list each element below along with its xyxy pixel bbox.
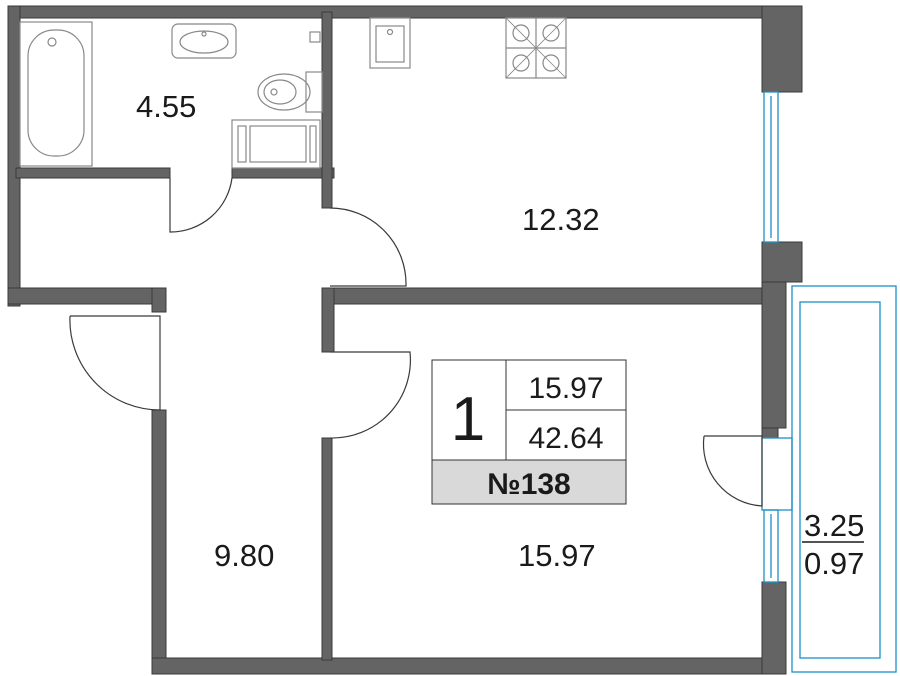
wall-right-lower: [761, 581, 787, 675]
kitchen-area: 12.32: [522, 202, 600, 237]
wall-left-jog-end: [151, 287, 167, 313]
wall-right-mid3: [761, 427, 779, 439]
windows: [763, 91, 779, 583]
riser: [309, 31, 321, 43]
wall-bottom: [151, 657, 779, 675]
walls: [7, 5, 803, 675]
bathroom-area: 4.55: [136, 89, 196, 124]
apartment-number: №138: [487, 468, 571, 501]
kitchen-sink: [369, 17, 411, 69]
living-area: 15.97: [518, 538, 596, 573]
balcony-area-reduced: 0.97: [804, 546, 864, 581]
wall-bath-bottom-right: [231, 167, 335, 179]
wall-right-mid: [761, 241, 803, 283]
toilet: [257, 71, 323, 113]
fixtures: [19, 17, 567, 169]
wall-left-jog: [7, 287, 167, 305]
info-total-area: 42.64: [528, 422, 603, 455]
apartment-number-bg: [431, 459, 627, 505]
door-kitchen: [329, 207, 407, 287]
wall-kitchen-living: [321, 287, 767, 305]
info-box: 1 15.97 42.64 №138: [431, 359, 627, 505]
wall-hall-living-upper: [321, 287, 335, 353]
door-balcony: [702, 435, 763, 507]
bathtub: [19, 21, 93, 167]
wall-right-top: [761, 5, 803, 93]
wall-hall-living-lower: [321, 437, 333, 661]
doors: [69, 177, 763, 507]
washbasin: [171, 23, 237, 59]
rooms-count: 1: [451, 385, 485, 454]
wall-top: [7, 5, 779, 19]
door-living: [329, 351, 412, 439]
balcony: [761, 285, 897, 673]
wall-right-mid2: [761, 281, 787, 429]
wall-bath-kitchen: [321, 11, 333, 209]
balcony-door-frame: [761, 437, 793, 511]
door-entrance: [69, 315, 161, 411]
stove: [505, 17, 567, 79]
balcony-inner: [799, 301, 881, 659]
washing-machine: [231, 119, 321, 169]
balcony-area-total: 3.25: [804, 508, 864, 543]
door-bathroom: [169, 177, 233, 233]
hall-area: 9.80: [214, 538, 274, 573]
wall-bath-bottom-left: [15, 167, 171, 179]
wall-left-upper: [7, 5, 21, 307]
wall-hall-left: [151, 409, 167, 675]
info-living-area: 15.97: [528, 372, 603, 405]
